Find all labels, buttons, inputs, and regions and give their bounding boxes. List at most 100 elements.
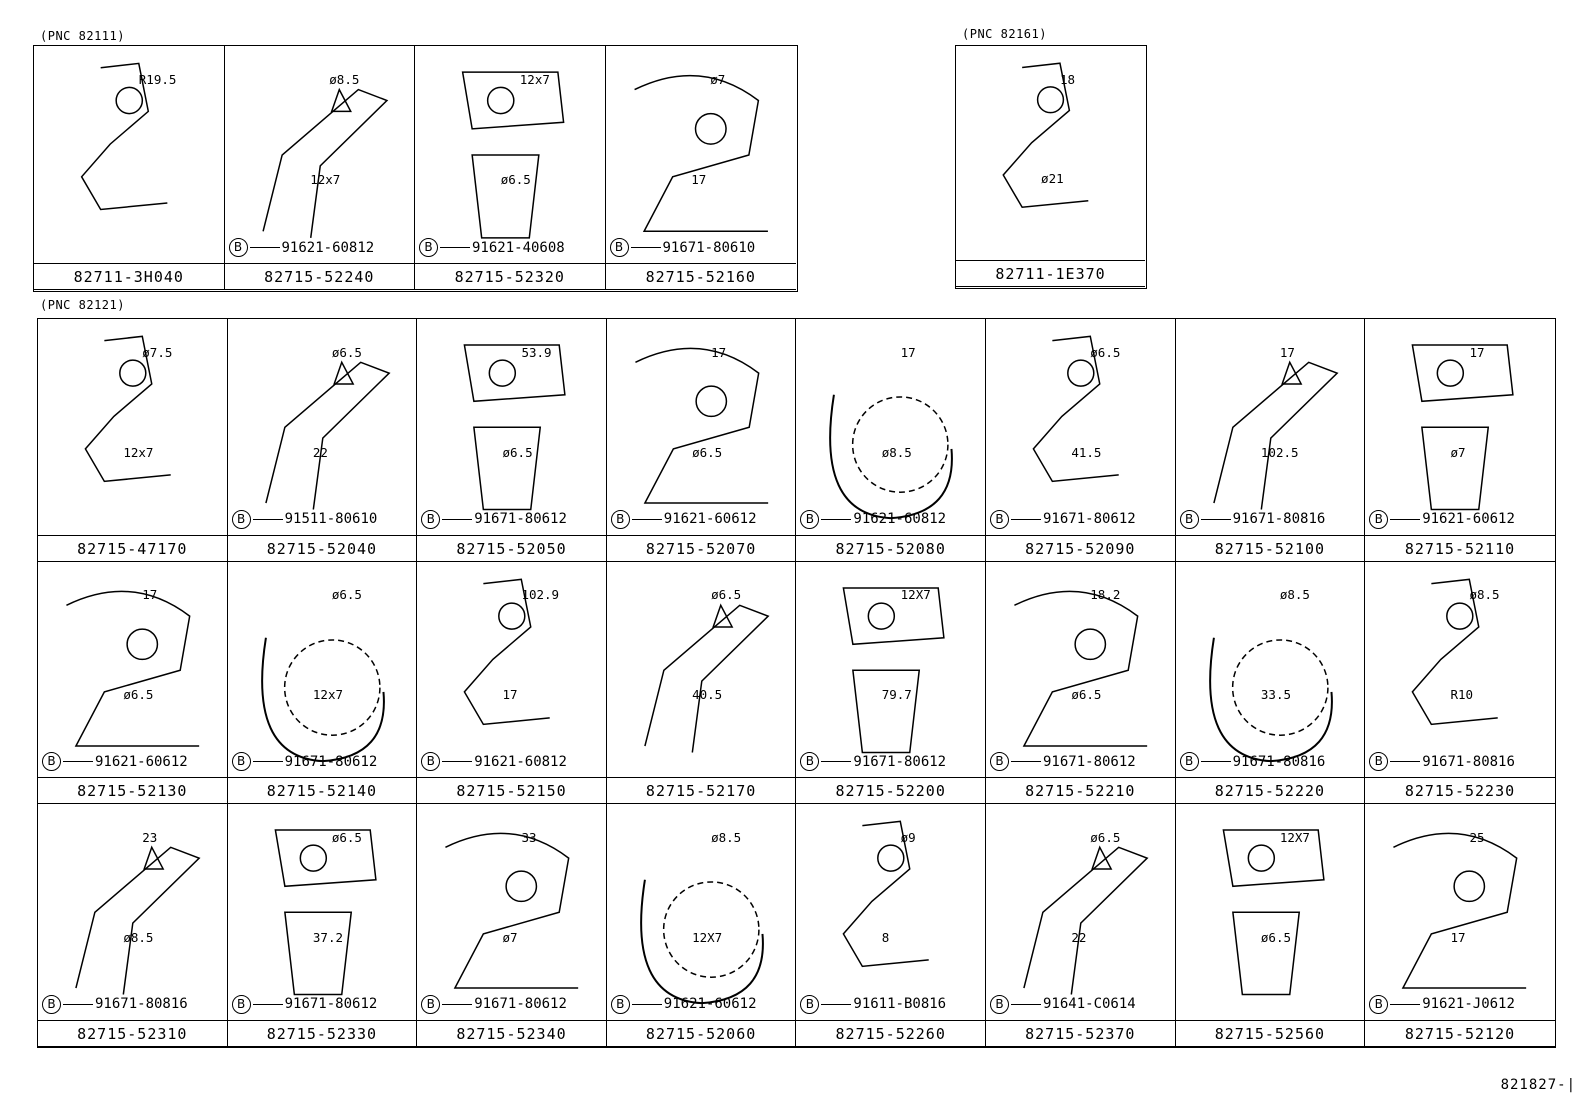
dimension-label: 17 bbox=[502, 687, 518, 703]
bracket-illustration bbox=[1222, 829, 1325, 996]
bracket-illustration bbox=[1023, 845, 1149, 995]
bolt-symbol: B bbox=[1369, 752, 1389, 771]
bolt-symbol: B bbox=[990, 752, 1009, 771]
bracket-illustration bbox=[639, 879, 764, 1005]
part-number: 82715-52100 bbox=[1214, 539, 1326, 558]
part-number: 82715-52170 bbox=[645, 782, 757, 800]
bolt-part-number: 91621-60612 bbox=[663, 996, 757, 1012]
part-drawing: R19.5 bbox=[34, 46, 224, 264]
dimension-label: ø8.5 bbox=[881, 444, 912, 460]
bolt-part-number: 91511-80610 bbox=[284, 511, 378, 527]
bolt-part-number: 91621-60812 bbox=[474, 753, 567, 770]
dimension-label: 12x7 bbox=[519, 72, 550, 88]
bolt-symbol: B bbox=[990, 994, 1009, 1014]
dimension-label: 17 bbox=[691, 172, 707, 188]
bolt-part-number: 91671-80612 bbox=[474, 511, 567, 527]
bracket-illustration bbox=[1393, 832, 1527, 989]
bracket-illustration bbox=[829, 394, 954, 520]
bracket-illustration bbox=[463, 344, 566, 511]
bracket-illustration bbox=[842, 820, 930, 968]
dimension-label: 17 bbox=[900, 344, 916, 360]
part-number: 82715-52090 bbox=[1025, 539, 1136, 558]
bolt-symbol: B bbox=[1179, 752, 1199, 771]
dimension-label: 22 bbox=[312, 444, 328, 460]
bolt-part-number: 91671-80612 bbox=[474, 996, 567, 1012]
dimension-label: R10 bbox=[1450, 687, 1474, 703]
part-number: 82715-52230 bbox=[1404, 782, 1516, 800]
part-number: 82715-52330 bbox=[266, 1024, 378, 1043]
bracket-illustration bbox=[445, 832, 579, 989]
dimension-label: 41.5 bbox=[1071, 444, 1102, 460]
bracket-illustration bbox=[261, 87, 388, 238]
part-number: 82715-52560 bbox=[1214, 1024, 1326, 1043]
dimension-label: ø6.5 bbox=[502, 444, 533, 460]
bolt-symbol: B bbox=[610, 509, 630, 529]
dimension-label: ø7 bbox=[710, 72, 726, 88]
dimension-label: R19.5 bbox=[138, 72, 177, 88]
part-number: 82715-52130 bbox=[77, 782, 188, 800]
bracket-illustration bbox=[1208, 637, 1333, 762]
part-number: 82715-52050 bbox=[456, 539, 567, 558]
bolt-part-number: 91621-40608 bbox=[472, 239, 565, 256]
bracket-illustration bbox=[260, 637, 385, 762]
dimension-label: 23 bbox=[142, 829, 158, 845]
bolt-symbol: B bbox=[231, 509, 251, 529]
dimension-label: ø7 bbox=[502, 929, 518, 945]
dimension-label: ø6.5 bbox=[1260, 929, 1292, 945]
dimension-label: ø6.5 bbox=[1090, 829, 1121, 845]
dimension-label: ø6.5 bbox=[1071, 687, 1102, 703]
dimension-label: ø8.5 bbox=[1279, 587, 1310, 603]
dimension-label: ø6.5 bbox=[692, 444, 723, 460]
bracket-illustration bbox=[842, 586, 946, 753]
dimension-label: ø21 bbox=[1041, 170, 1064, 186]
part-number: 82715-52060 bbox=[645, 1024, 757, 1043]
part-number: 82715-52080 bbox=[835, 539, 946, 558]
part-number: 82715-52370 bbox=[1025, 1024, 1136, 1043]
bracket-illustration bbox=[1002, 62, 1089, 209]
dimension-label: ø6.5 bbox=[331, 344, 362, 360]
dimension-label: ø8.5 bbox=[711, 829, 742, 845]
dimension-label: ø6.5 bbox=[331, 829, 362, 845]
bolt-callout: B 91511-80610 bbox=[231, 509, 378, 529]
dimension-label: 79.7 bbox=[881, 687, 912, 703]
dimension-label: 33.5 bbox=[1260, 687, 1292, 703]
bolt-symbol: B bbox=[228, 238, 248, 257]
bolt-part-number: 91671-80612 bbox=[284, 753, 378, 770]
bracket-illustration bbox=[66, 590, 200, 747]
part-number: 82715-52340 bbox=[456, 1024, 567, 1043]
part-number: 82715-52160 bbox=[645, 268, 756, 286]
